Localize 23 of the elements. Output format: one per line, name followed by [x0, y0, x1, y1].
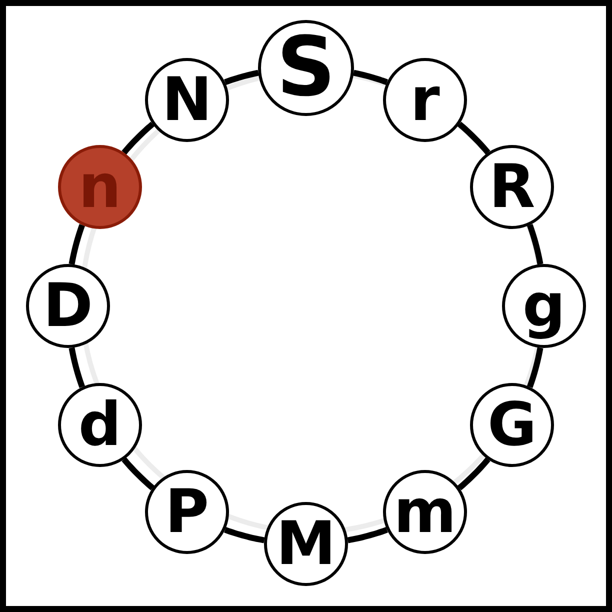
connector-arc — [122, 457, 155, 490]
connector-arc — [224, 70, 259, 86]
connector-arc — [68, 224, 86, 265]
connector-arc — [457, 457, 490, 490]
connector-arc — [224, 526, 265, 544]
note-letter: R — [489, 157, 536, 217]
note-letter: r — [410, 70, 440, 130]
note-letter: P — [165, 482, 209, 542]
connector-arc — [347, 526, 388, 544]
note-letter: m — [394, 482, 456, 542]
connector-arc — [457, 122, 490, 155]
note-letter: M — [276, 514, 336, 574]
note-letter: N — [162, 70, 212, 130]
note-letter: G — [487, 395, 537, 455]
connector-arc — [122, 122, 155, 155]
note-letter: S — [276, 27, 336, 109]
note-letter: n — [78, 157, 122, 217]
connector-arc — [526, 224, 544, 265]
connector-arc — [68, 347, 86, 388]
note-letter: d — [78, 395, 122, 455]
connector-arc — [353, 70, 388, 86]
note-letter: D — [43, 276, 93, 336]
connector-arc — [526, 347, 544, 388]
